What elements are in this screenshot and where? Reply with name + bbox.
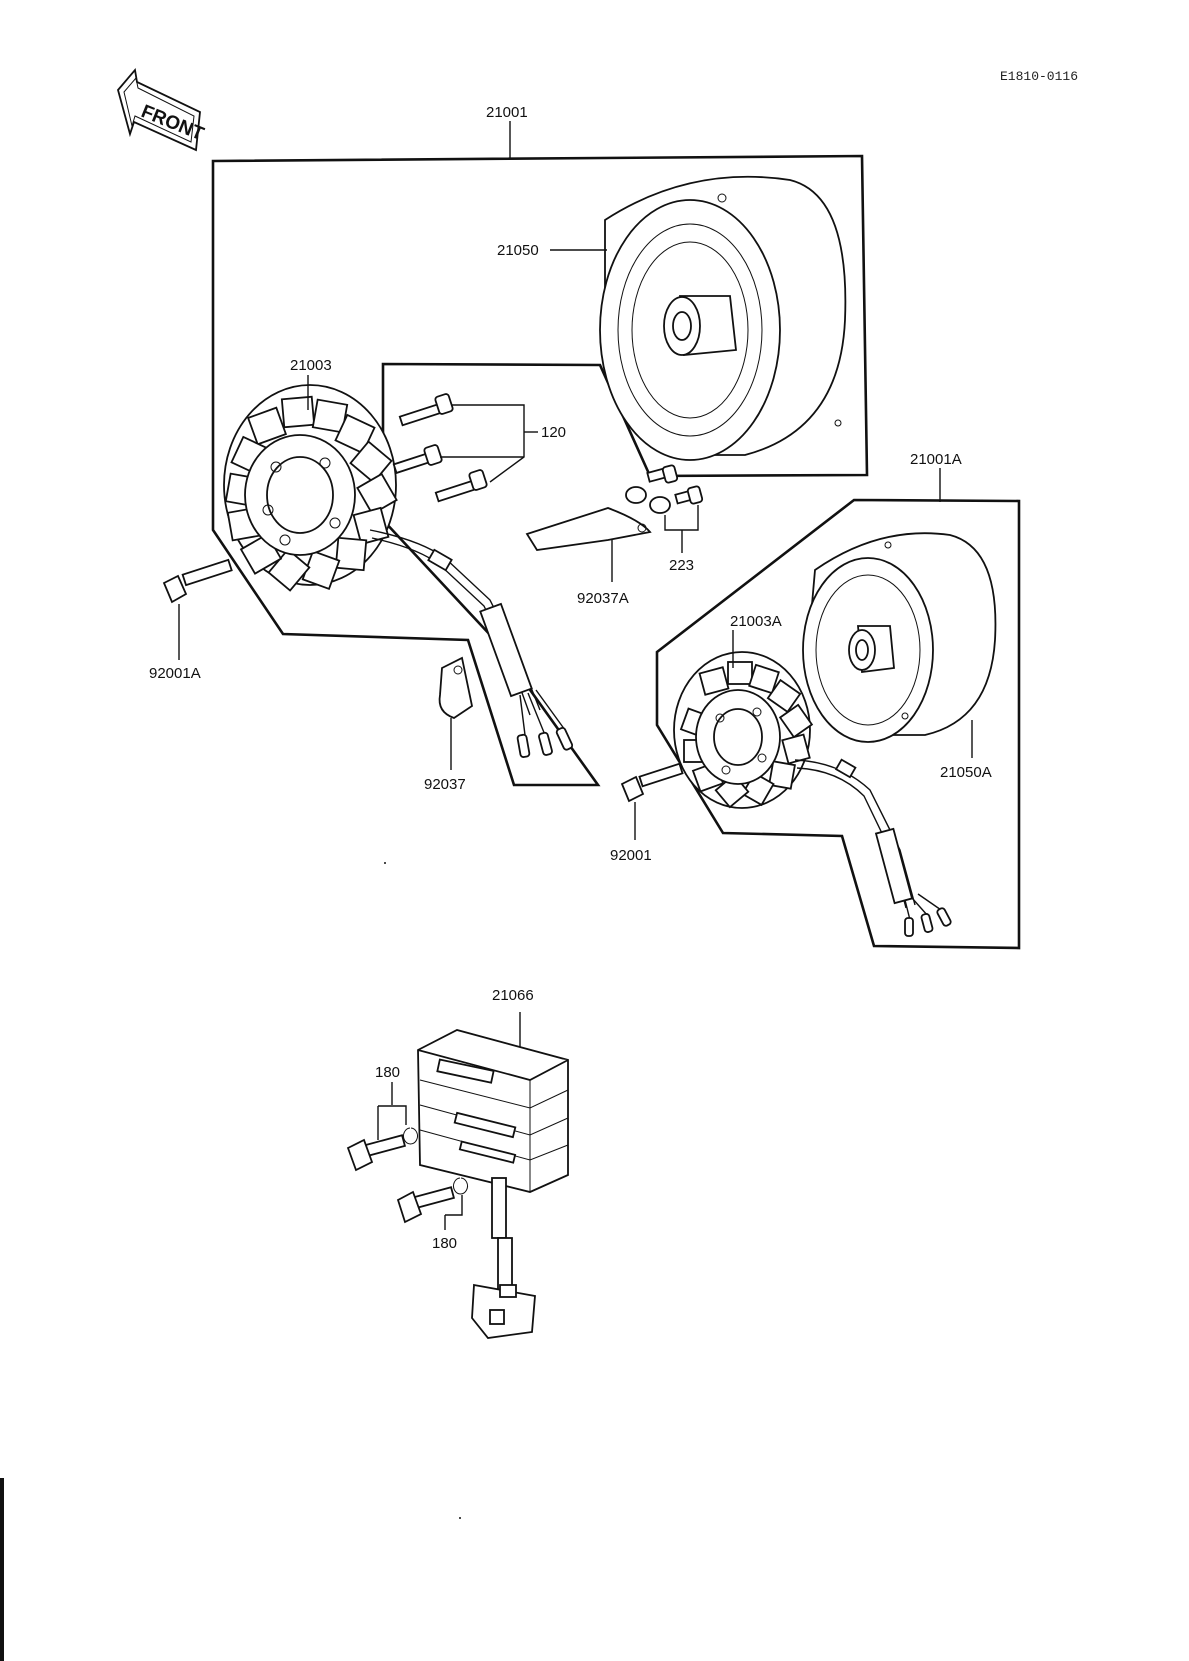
drawing-code: E1810-0116 [1000, 69, 1078, 84]
label-assembly-alt: 21001A [910, 451, 962, 468]
label-bolt: 92001A [149, 665, 201, 682]
bolt-92001a: 92001A [149, 558, 233, 682]
label-stator-alt: 21003A [730, 613, 782, 630]
stator-coil: 21003 [223, 357, 574, 758]
flywheel-rotor-alt: 21050A [802, 532, 997, 781]
screw-set: 120 [392, 393, 566, 503]
bolt-92001: 92001 [610, 762, 684, 864]
plate-bracket: 92037A [525, 507, 652, 607]
label-regulator: 21066 [492, 987, 534, 1004]
label-flywheel: 21050 [497, 242, 539, 259]
stator-coil-alt: 21003A [673, 613, 952, 937]
regulator-rectifier: 21066 [417, 987, 569, 1339]
label-bolt-alt: 92001 [610, 847, 652, 864]
front-arrow-icon: FRONT [117, 67, 207, 152]
label-plate: 92037A [577, 590, 629, 607]
scan-dot [384, 862, 386, 864]
flywheel-rotor: 21050 [497, 175, 847, 461]
label-stator: 21003 [290, 357, 332, 374]
label-flywheel-alt: 21050A [940, 764, 992, 781]
bolt-washer-set: 223 [625, 464, 704, 574]
label-clamp: 92037 [424, 776, 466, 793]
scan-edge-mark [0, 1478, 4, 1661]
wire-clamp: 92037 [424, 656, 474, 793]
label-assembly: 21001 [486, 104, 528, 121]
label-screw-set: 120 [541, 424, 566, 441]
label-bolt-180-lower: 180 [432, 1235, 457, 1252]
label-bolt-180-upper: 180 [375, 1064, 400, 1081]
bolt-180-lower: 180 [396, 1177, 468, 1252]
scan-dot [459, 1517, 461, 1519]
bolt-180-upper: 180 [346, 1064, 418, 1172]
label-bolt-washer: 223 [669, 557, 694, 574]
assembly-21001-outline: 21001 [211, 104, 869, 787]
